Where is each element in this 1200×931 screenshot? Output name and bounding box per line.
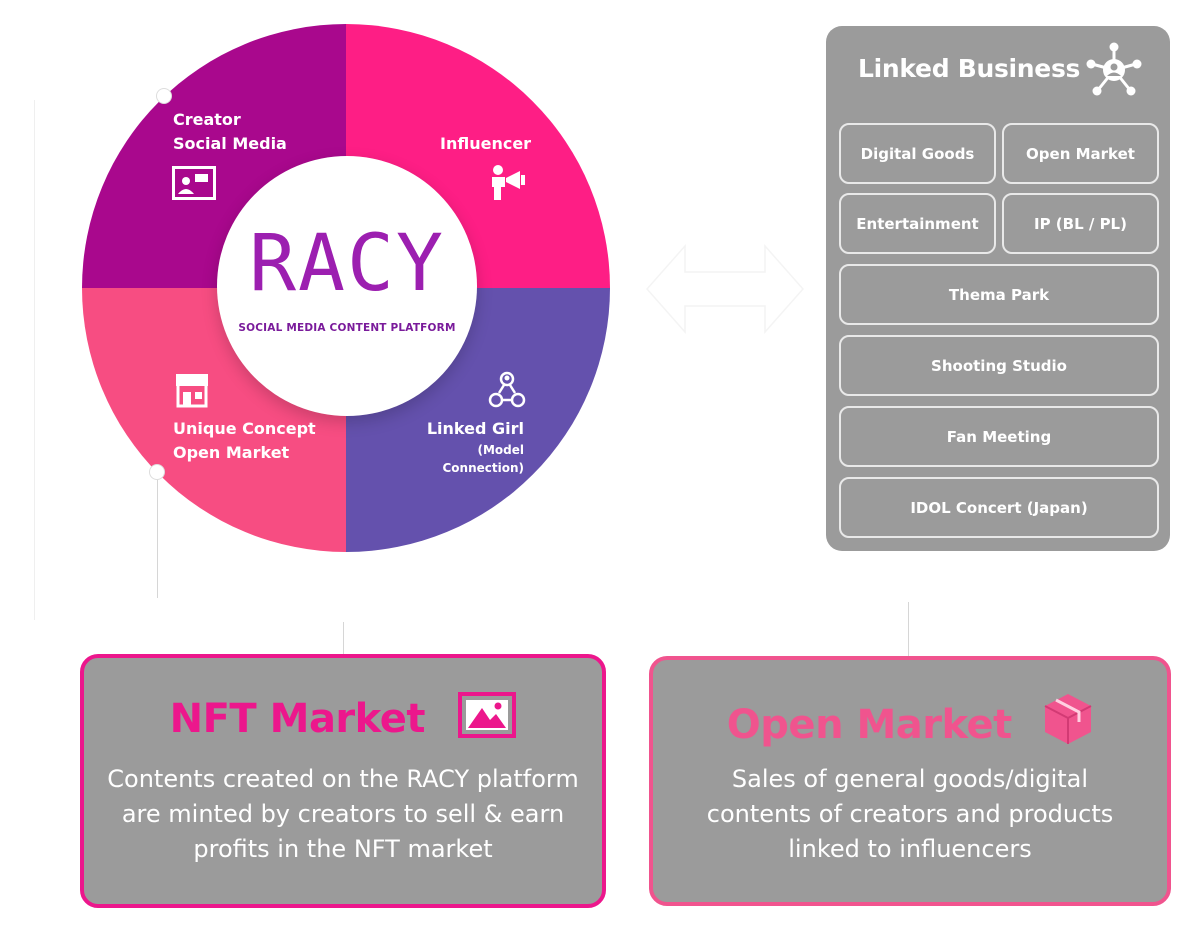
linked-girl-label: Linked Girl (Model Connection) [398, 417, 524, 477]
business-item-shooting-studio[interactable]: Shooting Studio [839, 335, 1159, 396]
linked-girl-line1: Linked Girl [426, 419, 524, 438]
connector-dot-bottom [150, 465, 164, 479]
unique-label: Unique Concept Open Market [173, 417, 316, 465]
nft-market-description: Contents created on the RACY platform ar… [94, 762, 592, 867]
nft-market-card: NFT Market Contents created on the RACY … [80, 654, 606, 908]
business-item-ip[interactable]: IP (BL / PL) [1002, 193, 1159, 254]
business-item-fan-meeting[interactable]: Fan Meeting [839, 406, 1159, 467]
connector-line-nft [343, 622, 344, 656]
business-item-entertainment[interactable]: Entertainment [839, 193, 996, 254]
racy-logo-hub: RACY SOCIAL MEDIA CONTENT PLATFORM [217, 156, 477, 416]
package-box-icon [1044, 694, 1092, 744]
nft-line-3: profits in the NFT market [193, 835, 493, 863]
presentation-chat-icon [172, 166, 216, 200]
storefront-icon [176, 374, 208, 408]
image-frame-icon [458, 692, 517, 738]
nft-line-1: Contents created on the RACY platform [107, 765, 579, 793]
people-connection-icon [488, 371, 526, 408]
linked-business-panel: Linked Business Digital Goods Open Marke… [826, 26, 1170, 551]
connector-line-left [34, 100, 35, 620]
linked-girl-line2: (Model Connection) [442, 443, 524, 475]
open-market-description: Sales of general goods/digital contents … [663, 762, 1157, 867]
megaphone-person-icon [492, 165, 525, 200]
influencer-label: Influencer [440, 134, 532, 153]
nft-market-title: NFT Market [169, 696, 426, 742]
network-hub-icon [1086, 42, 1142, 96]
double-arrow-icon [645, 244, 805, 334]
racy-logo-subtitle: SOCIAL MEDIA CONTENT PLATFORM [238, 322, 456, 334]
business-item-open-market[interactable]: Open Market [1002, 123, 1159, 184]
nft-market-title-row: NFT Market [84, 692, 602, 742]
open-line-2: contents of creators and products [706, 800, 1114, 828]
connector-dot-top [157, 89, 171, 103]
connector-line-open [908, 602, 909, 656]
business-item-digital-goods[interactable]: Digital Goods [839, 123, 996, 184]
connector-line-unique [157, 474, 158, 598]
creator-line2: Social Media [173, 134, 287, 153]
creator-label: Creator Social Media [173, 108, 287, 156]
open-line-1: Sales of general goods/digital [731, 765, 1089, 793]
open-line-3: linked to influencers [788, 835, 1032, 863]
racy-logo: RACY [249, 219, 445, 309]
open-market-title: Open Market [726, 702, 1012, 748]
business-item-idol-concert[interactable]: IDOL Concert (Japan) [839, 477, 1159, 538]
unique-line1: Unique Concept [173, 419, 316, 438]
open-market-title-row: Open Market [653, 692, 1167, 748]
open-market-card: Open Market Sales of general goods/digit… [649, 656, 1171, 906]
linked-business-title: Linked Business [858, 54, 1081, 83]
business-item-thema-park[interactable]: Thema Park [839, 264, 1159, 325]
nft-line-2: are minted by creators to sell & earn [121, 800, 565, 828]
unique-line2: Open Market [173, 443, 290, 462]
creator-line1: Creator [173, 110, 241, 129]
